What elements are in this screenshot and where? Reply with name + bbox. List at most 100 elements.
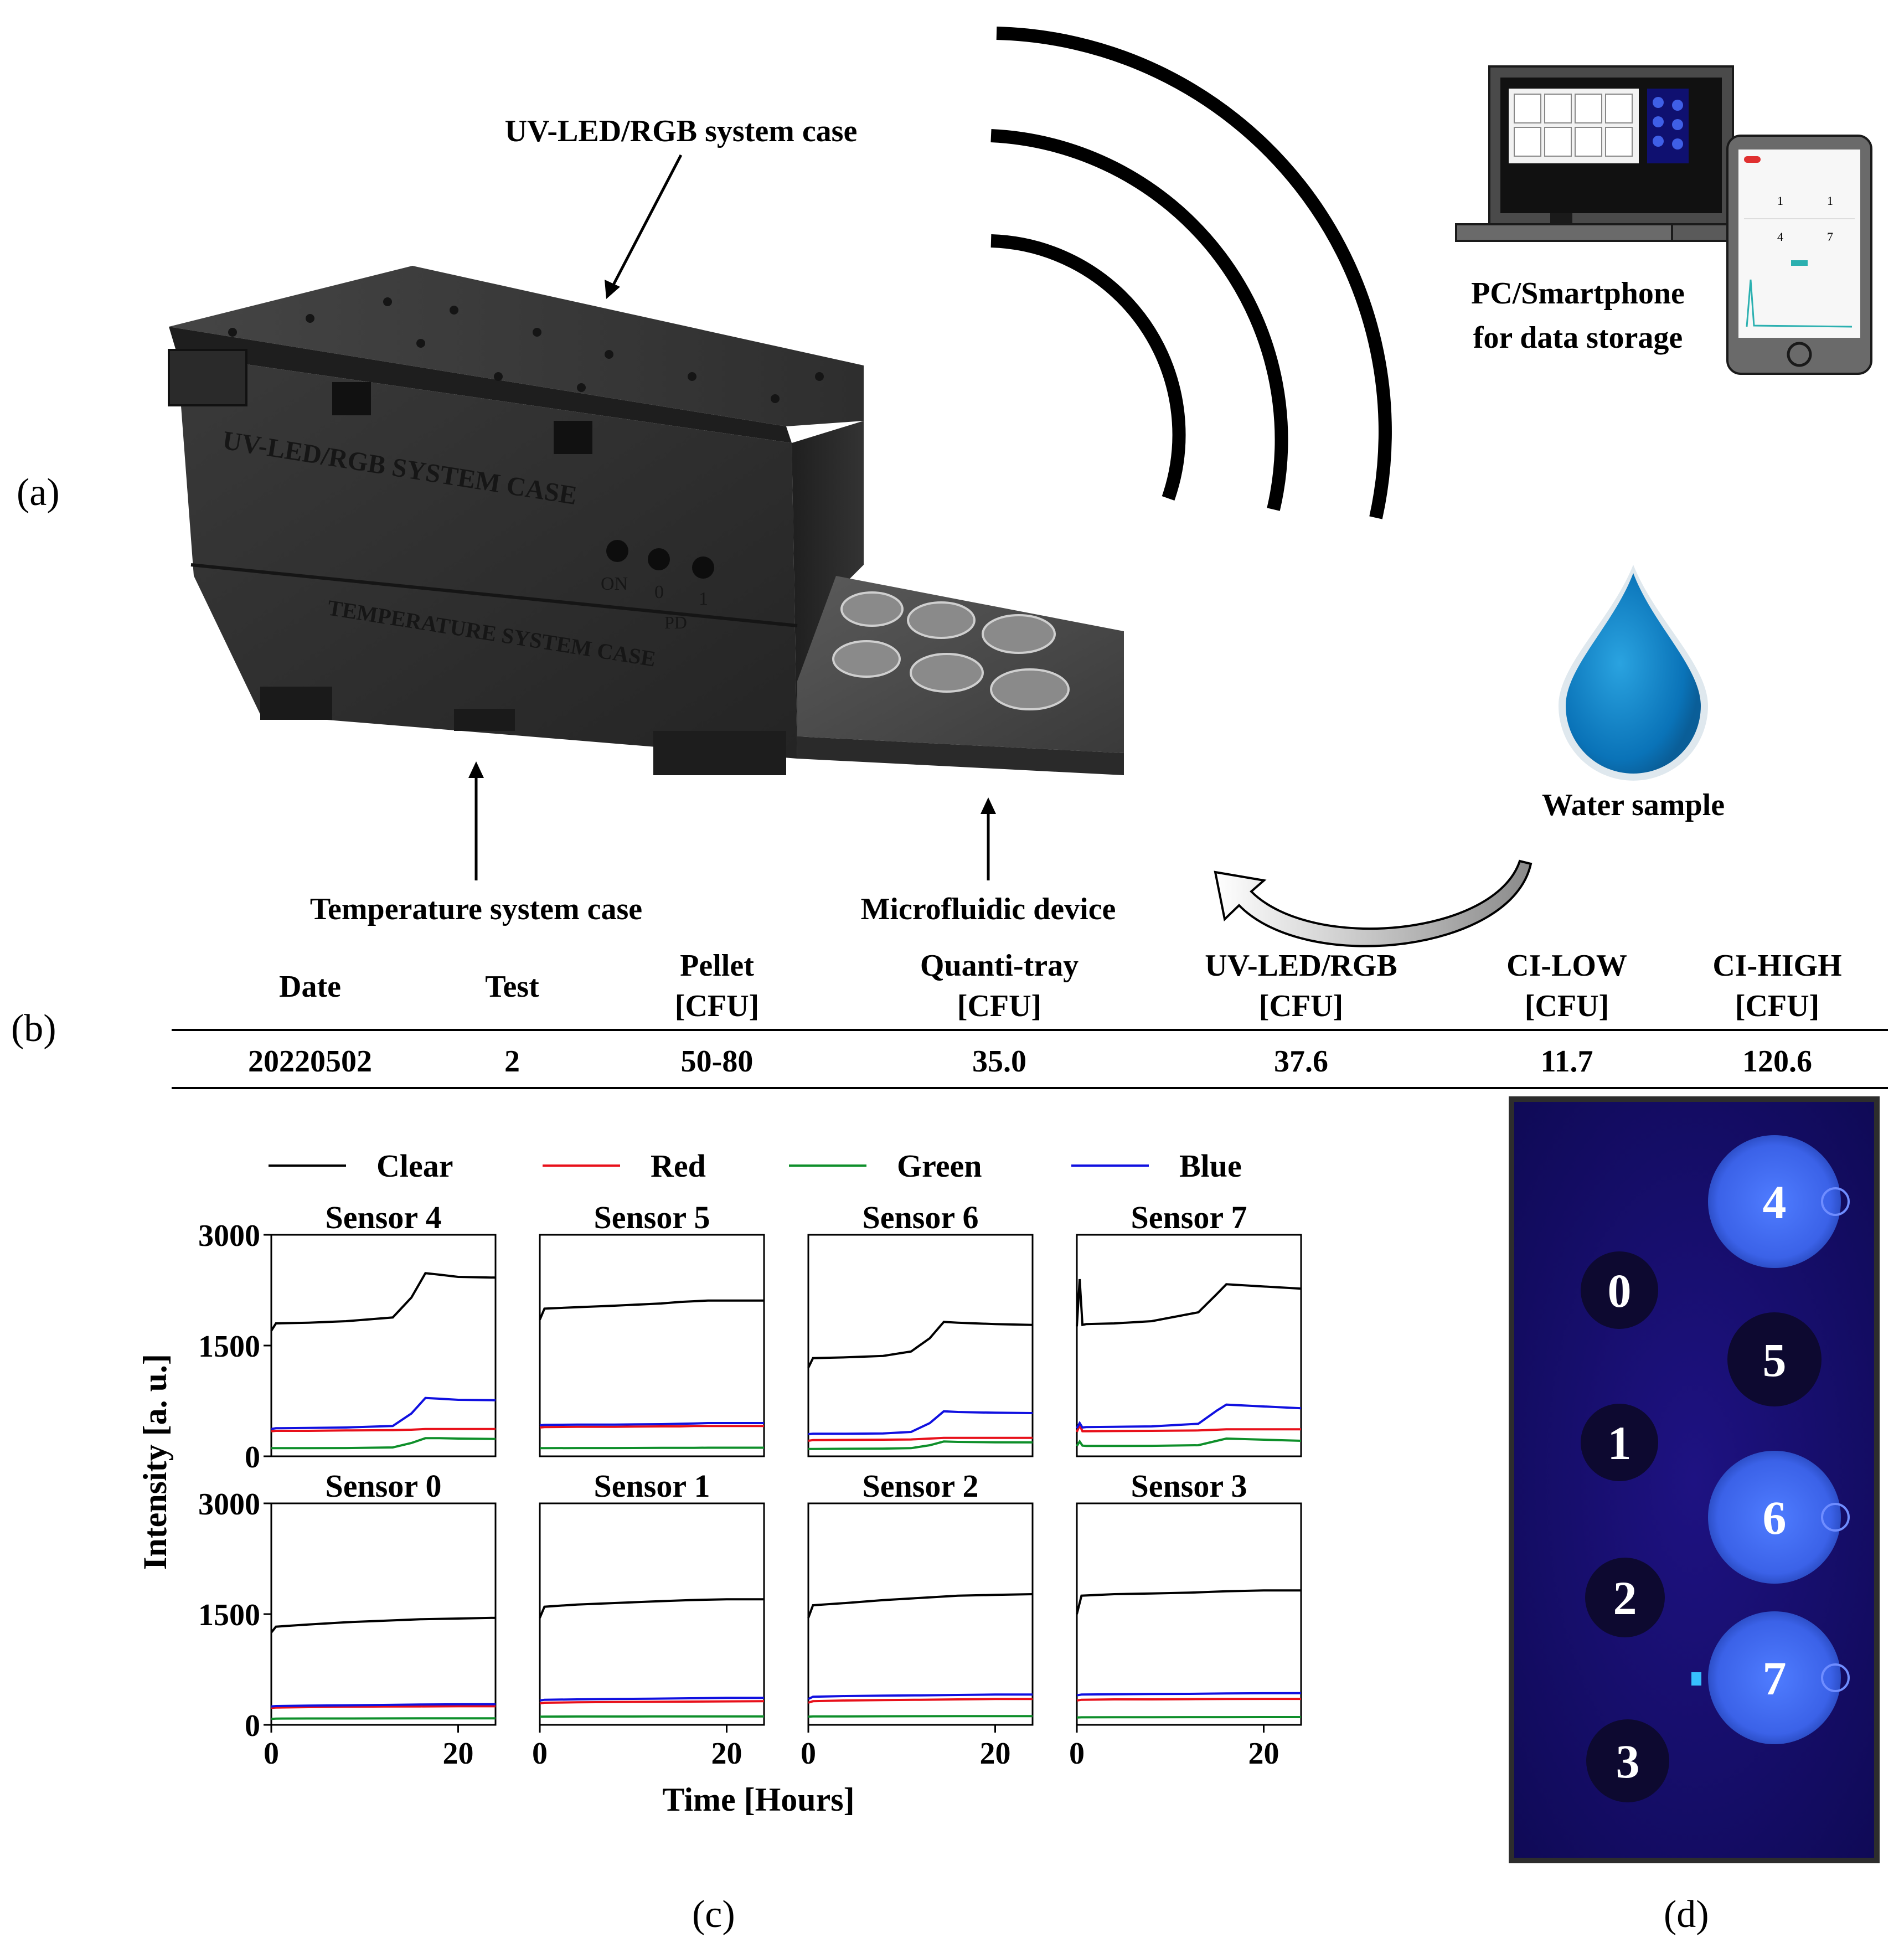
device-0-text: 0	[654, 582, 664, 602]
table-header-unit: [CFU]	[1735, 989, 1819, 1023]
table-cell: 11.7	[1541, 1044, 1593, 1079]
wireless-arc-medium	[990, 129, 1288, 511]
wireless-icon	[990, 27, 1392, 519]
device-top-holes	[228, 297, 824, 403]
series-line-red	[1076, 1423, 1301, 1432]
x-tick-label: 0	[264, 1736, 279, 1771]
table-cell: 37.6	[1274, 1044, 1328, 1079]
series-line-green	[1076, 1716, 1301, 1719]
phone-value-1: 1	[1777, 194, 1783, 208]
device-front	[177, 354, 797, 759]
y-tick-label: 0	[245, 1709, 260, 1743]
plot-frame	[807, 1502, 1034, 1726]
panel-title: Sensor 1	[594, 1468, 710, 1504]
wireless-arc-small	[990, 234, 1186, 501]
annotation-arrowheads	[468, 280, 996, 814]
series-line-clear	[270, 1616, 496, 1633]
well-0	[1581, 1251, 1658, 1329]
device-slot	[332, 382, 371, 415]
sensor-panel: Sensor 7	[1076, 1199, 1302, 1457]
well-4	[1708, 1135, 1841, 1268]
sensor-panel: Sensor 5	[539, 1199, 765, 1457]
well-7	[1708, 1611, 1841, 1744]
x-tick-label: 20	[980, 1736, 1011, 1771]
plot-frame	[1076, 1502, 1302, 1726]
series-line-clear	[1076, 1589, 1301, 1615]
series-line-clear	[539, 1299, 764, 1321]
x-tick-label: 0	[532, 1736, 548, 1771]
laptop-icon	[1455, 65, 1762, 242]
device-foot	[653, 731, 786, 775]
phone-value-4: 7	[1827, 230, 1833, 244]
series-line-green	[808, 1715, 1033, 1718]
y-axis-label: Intensity [a. u.]	[137, 1354, 173, 1570]
plot-frame	[1076, 1234, 1302, 1457]
series-line-clear	[807, 1593, 1033, 1619]
well-label-0: 0	[1608, 1264, 1632, 1317]
series-line-green	[540, 1446, 764, 1450]
well-label-6: 6	[1763, 1491, 1787, 1544]
table-cell: 120.6	[1742, 1044, 1812, 1079]
water-drop-icon	[1559, 565, 1708, 781]
table-header-unit: [CFU]	[675, 989, 759, 1023]
series-line-blue	[808, 1693, 1033, 1700]
panel-label-d: (d)	[1664, 1893, 1709, 1936]
device-photo: UV-LED/RGB SYSTEM CASE TEMPERATURE SYSTE…	[168, 266, 1124, 775]
well-label-4: 4	[1763, 1176, 1787, 1229]
well-label-1: 1	[1608, 1416, 1632, 1470]
x-axis-label: Time [Hours]	[662, 1781, 854, 1818]
plate-marker	[1691, 1672, 1701, 1686]
table-cell: 20220502	[248, 1044, 372, 1079]
uv-case-label: UV-LED/RGB system case	[505, 114, 858, 148]
table-header-unit: [CFU]	[1525, 989, 1609, 1023]
temp-case-label: Temperature system case	[310, 892, 642, 926]
series-line-clear	[1076, 1279, 1302, 1327]
device-top-edge	[169, 327, 792, 443]
series-line-clear	[807, 1321, 1033, 1368]
y-tick-label: 1500	[198, 1329, 260, 1364]
x-tick-label: 0	[1069, 1736, 1085, 1771]
wireless-arc-large	[996, 27, 1392, 519]
series-line-green	[271, 1437, 496, 1450]
x-tick-label: 20	[443, 1736, 474, 1771]
smartphone-icon: 1 1 4 7	[1726, 135, 1872, 375]
well-3	[1586, 1719, 1669, 1802]
table-header: Pellet	[680, 949, 754, 983]
table-header: Test	[485, 970, 539, 1004]
panel-title: Sensor 0	[325, 1468, 441, 1504]
phone-value-3: 4	[1777, 230, 1783, 244]
well-label-3: 3	[1616, 1735, 1640, 1788]
microfluidic-tray-edge	[797, 736, 1124, 775]
device-slot	[554, 421, 592, 454]
microfluidic-wells	[832, 591, 1070, 710]
panel-label-a: (a)	[17, 471, 60, 514]
table-header: UV-LED/RGB	[1205, 949, 1397, 983]
annotation-arrows	[474, 154, 990, 880]
device-button-on	[606, 540, 628, 562]
sensor-panel: Sensor 2 0 20	[801, 1468, 1034, 1771]
series-line-blue	[271, 1703, 496, 1708]
y-tick-label: 3000	[198, 1219, 260, 1253]
well-label-2: 2	[1613, 1571, 1637, 1625]
panel-title: Sensor 3	[1131, 1468, 1247, 1504]
well-port	[1821, 1187, 1850, 1216]
y-tick-label: 0	[245, 1440, 260, 1475]
device-pd-text: PD	[664, 612, 687, 632]
plot-frame	[539, 1234, 765, 1457]
series-line-clear	[539, 1598, 764, 1619]
plot-frame	[270, 1502, 497, 1726]
series-line-red	[271, 1705, 496, 1709]
plot-frame	[270, 1234, 497, 1457]
device-foot	[454, 709, 515, 731]
x-tick-label: 0	[801, 1736, 816, 1771]
panel-title: Sensor 2	[862, 1468, 978, 1504]
well-5	[1727, 1312, 1822, 1406]
table-header: CI-HIGH	[1712, 949, 1841, 983]
device-seam	[190, 563, 798, 627]
water-label: Water sample	[1542, 788, 1725, 822]
